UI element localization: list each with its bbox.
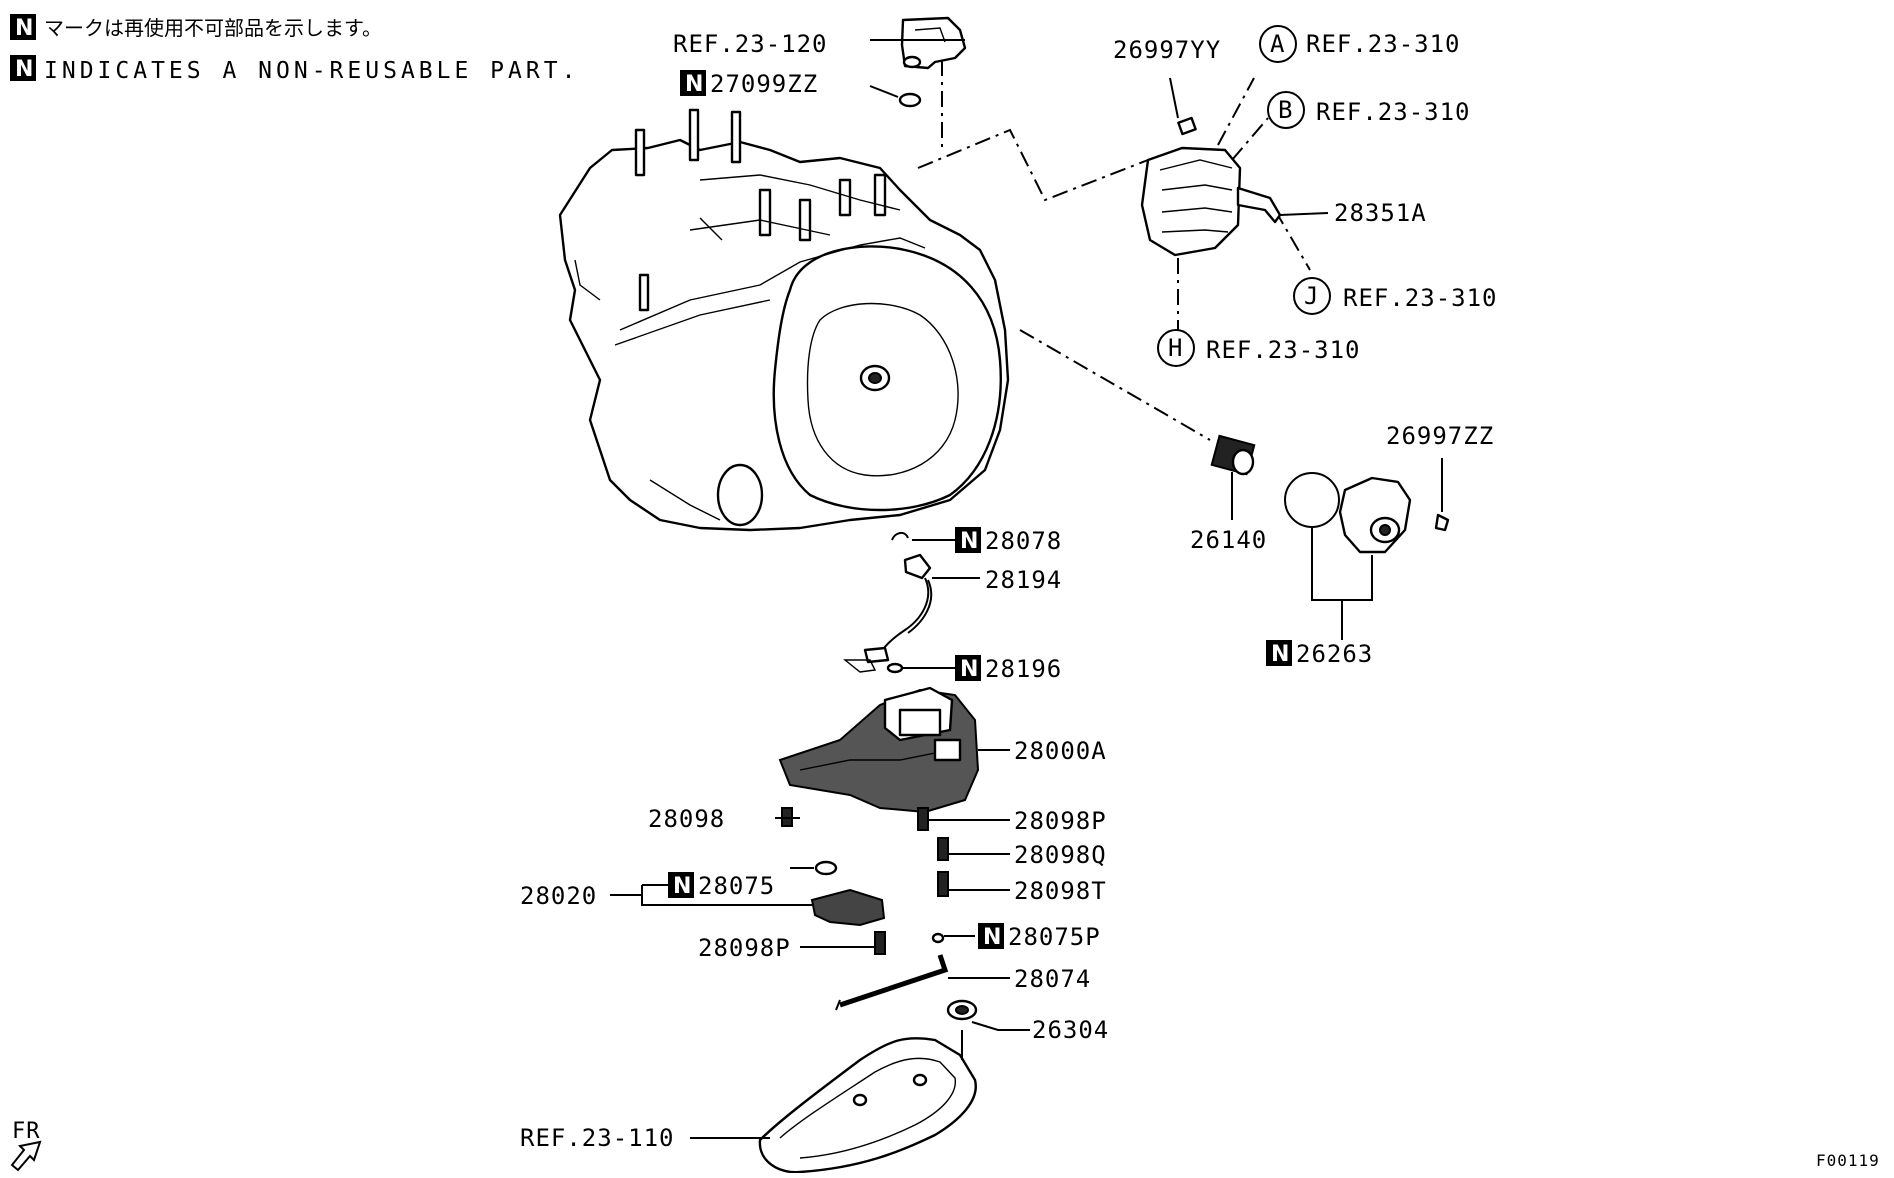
label-28098q: 28098Q (1014, 841, 1107, 869)
label-28078: 28078 (985, 527, 1062, 555)
label-28196: 28196 (985, 655, 1062, 683)
n-badge-icon (1266, 640, 1292, 666)
n-badge-icon (680, 70, 706, 96)
callout-b (1267, 91, 1305, 129)
fr-arrow-icon (10, 1140, 42, 1172)
n-badge-letter: N (983, 925, 1001, 950)
legend-note-jp: マークは再使用不可部品を示します。 (44, 16, 382, 40)
callout-j (1293, 277, 1331, 315)
filter-and-cover-drawing (1210, 434, 1450, 640)
dashed-reference-lines (917, 60, 1311, 441)
label-28098p-upper: 28098P (1014, 807, 1107, 835)
callout-a-letter: A (1270, 30, 1285, 58)
n-badge-letter: N (15, 57, 33, 82)
label-26997zz: 26997ZZ (1386, 422, 1494, 450)
harness-drawing (843, 532, 980, 674)
n-badge-icon (955, 655, 981, 681)
callout-j-letter: J (1304, 282, 1319, 310)
n-badge-icon (668, 872, 694, 898)
label-ref-23-120: REF.23-120 (673, 30, 828, 58)
label-28074: 28074 (1014, 965, 1091, 993)
label-26140: 26140 (1190, 526, 1267, 554)
label-28000a: 28000A (1014, 737, 1107, 765)
label-28098t: 28098T (1014, 877, 1107, 905)
n-badge-icon (10, 14, 36, 40)
label-ref-j: REF.23-310 (1343, 284, 1498, 312)
part-labels: REF.23-120 N 27099ZZ 26997YY REF.23-310 … (12, 30, 1880, 1170)
label-ref-a: REF.23-310 (1306, 30, 1461, 58)
callout-b-letter: B (1278, 96, 1293, 124)
n-badge-letter: N (685, 72, 703, 97)
label-28098: 28098 (648, 805, 725, 833)
label-26997yy: 26997YY (1113, 36, 1221, 64)
n-badge-letter: N (1271, 642, 1289, 667)
label-28020: 28020 (520, 882, 597, 910)
label-28194: 28194 (985, 566, 1062, 594)
label-26263: 26263 (1296, 640, 1373, 668)
n-badge-letter: N (15, 16, 33, 41)
n-badge-icon (978, 923, 1004, 949)
n-badge-letter: N (960, 529, 978, 554)
callout-h-letter: H (1168, 334, 1183, 362)
transmission-case-drawing (558, 108, 1010, 532)
label-ref-b: REF.23-310 (1316, 98, 1471, 126)
legend-note-en: INDICATES A NON-REUSABLE PART. (44, 58, 579, 84)
n-badge-letter: N (673, 874, 691, 899)
label-ref-h: REF.23-310 (1206, 336, 1361, 364)
bolts-drawing (775, 807, 1010, 955)
control-valve-drawing (778, 686, 1010, 814)
strainer-drawing (610, 860, 886, 927)
label-27099zz: 27099ZZ (710, 70, 818, 98)
label-28098p-lower: 28098P (698, 934, 791, 962)
n-badge-icon (10, 55, 36, 81)
oil-tube-drawing (835, 932, 1010, 1011)
callout-a (1259, 25, 1297, 63)
label-ref-23-110: REF.23-110 (520, 1124, 675, 1152)
callout-h (1157, 329, 1195, 367)
n-badge-letter: N (960, 657, 978, 682)
label-fr: FR (12, 1119, 41, 1144)
label-28075: 28075 (698, 872, 775, 900)
label-28351a: 28351A (1334, 199, 1427, 227)
label-28075p: 28075P (1008, 923, 1101, 951)
circle-callouts: A B J H (1157, 25, 1331, 367)
switch-component-drawing (869, 16, 967, 108)
figure-code: F00119 (1816, 1151, 1880, 1170)
oil-cooler-drawing (1140, 77, 1329, 257)
n-badge-icon (955, 527, 981, 553)
oil-pan-drawing (690, 999, 1030, 1174)
legend: N マークは再使用不可部品を示します。 N INDICATES A NON-RE… (10, 14, 579, 84)
label-26304: 26304 (1032, 1016, 1109, 1044)
